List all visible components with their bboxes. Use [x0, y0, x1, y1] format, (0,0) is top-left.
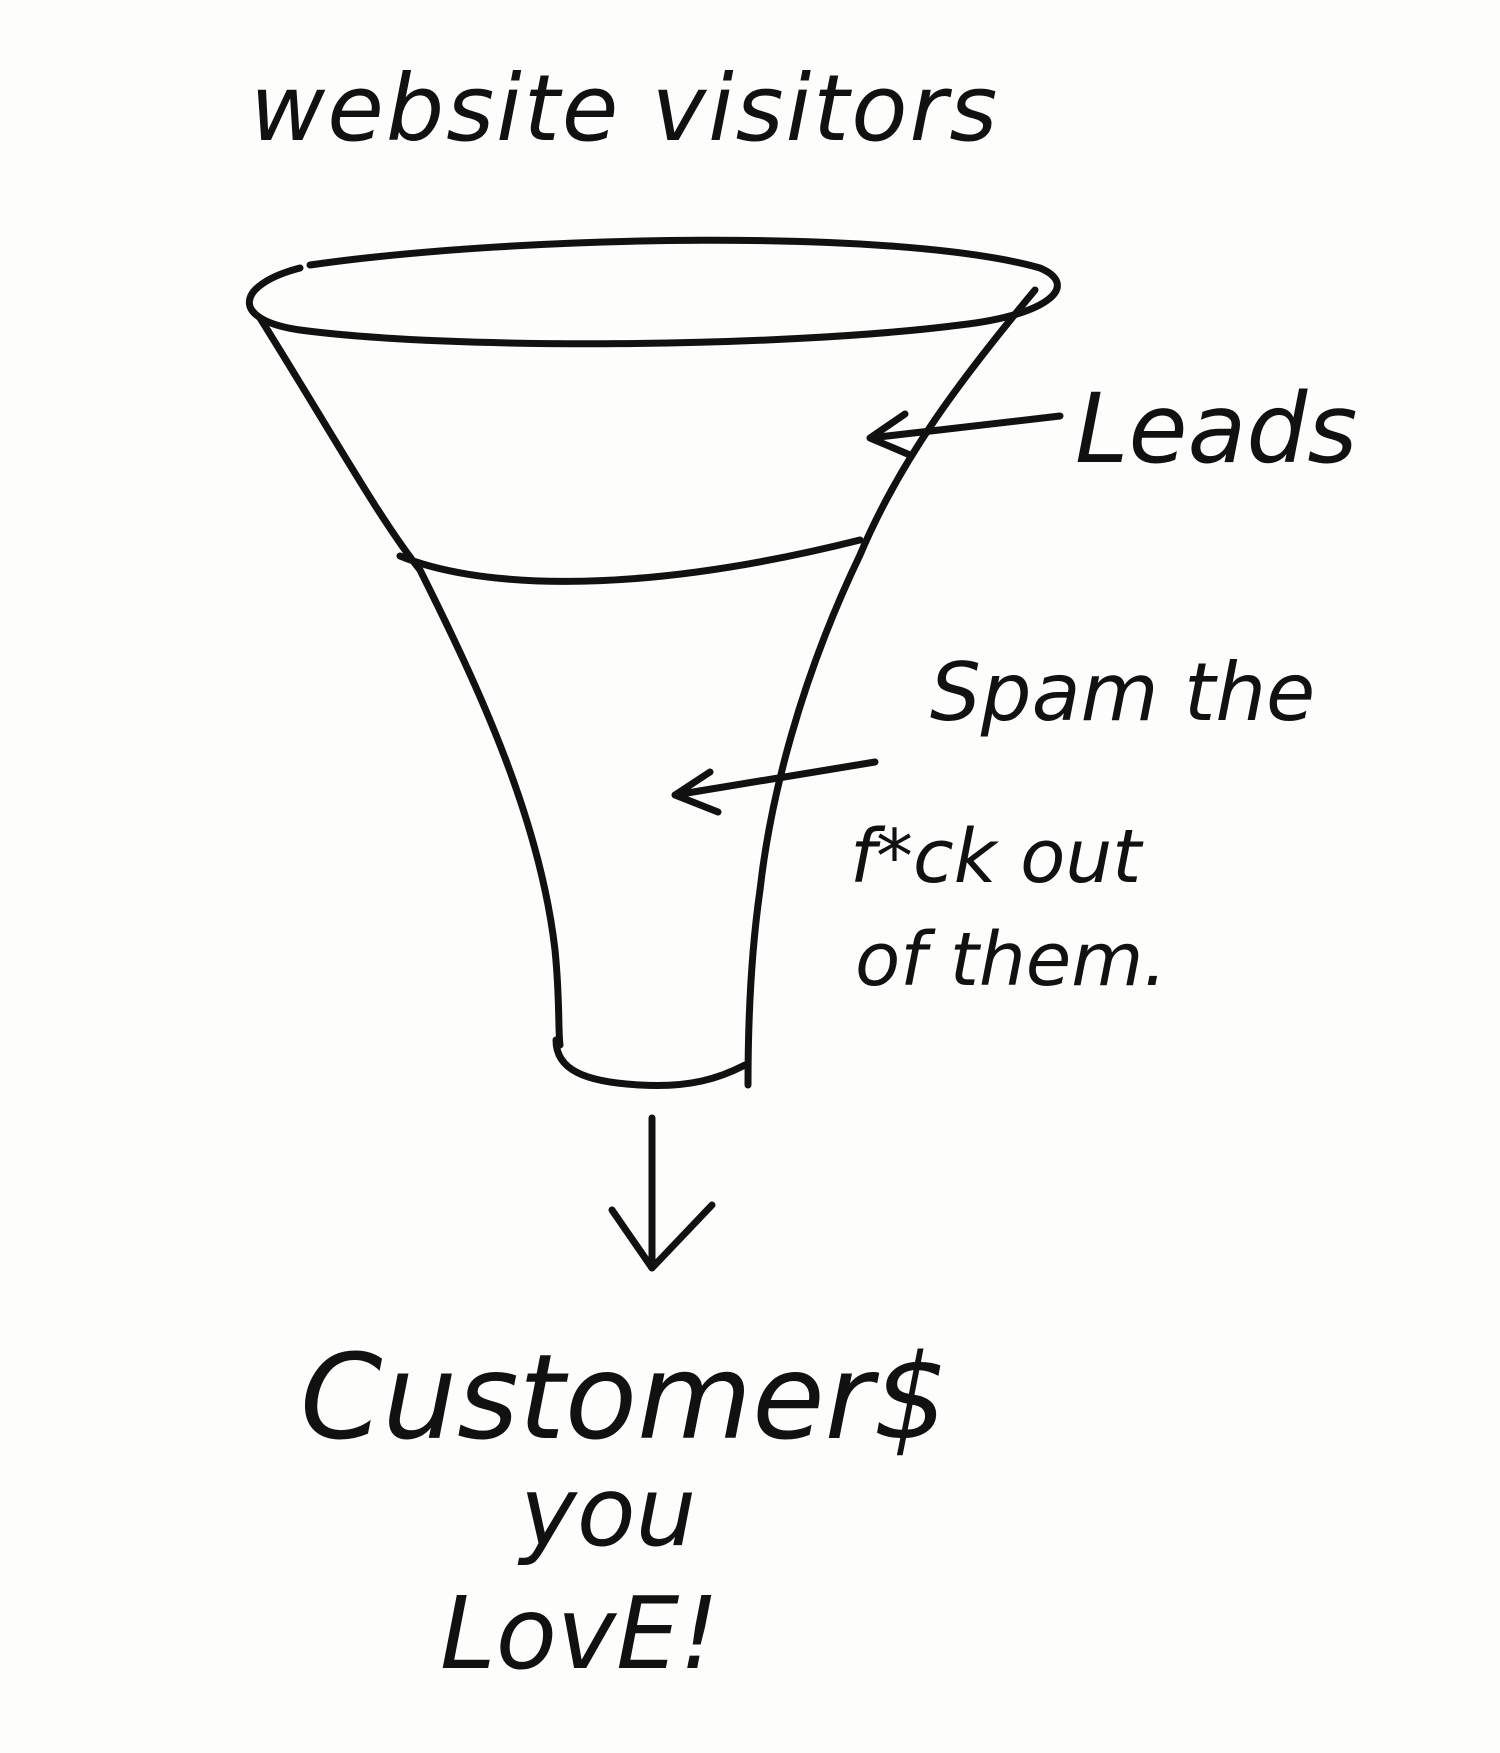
result-line-1: Customer$ [300, 1328, 948, 1466]
funnel-spout [552, 1036, 749, 1090]
funnel-left-side [256, 314, 564, 1049]
note-line-1: Spam the [930, 646, 1315, 739]
funnel-rim [245, 236, 1061, 348]
down-arrow [608, 1114, 716, 1272]
title-website-visitors: website visitors [250, 55, 999, 162]
leads-arrow [866, 410, 1064, 459]
result-line-3: LovE! [440, 1575, 719, 1692]
funnel-divider-line [396, 536, 864, 585]
spam-arrow [671, 758, 879, 816]
result-line-2: you [517, 1456, 696, 1568]
note-line-3: of them. [855, 917, 1167, 1003]
leads-label: Leads [1075, 373, 1357, 485]
funnel-right-side [744, 286, 1039, 1089]
note-line-2: f*ck out [850, 814, 1144, 900]
